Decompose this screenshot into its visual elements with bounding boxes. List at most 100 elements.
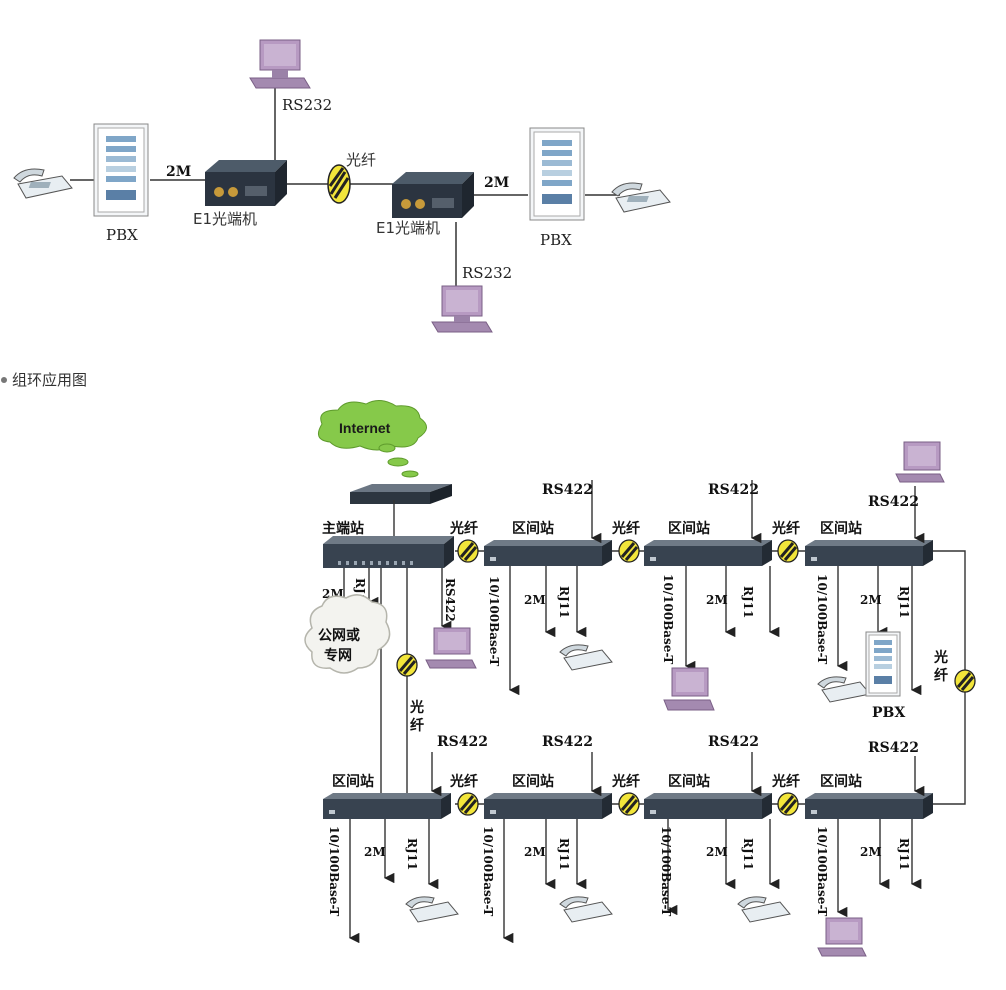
- fiber-icon: [457, 539, 479, 563]
- interval-station-device: [484, 793, 612, 819]
- interval-station-device: [805, 540, 933, 566]
- right-pbx-label: PBX: [540, 231, 572, 249]
- rs422-label: RS422: [708, 482, 759, 498]
- interval-station-device: [644, 793, 772, 819]
- interval-station-label: 区间站: [668, 520, 710, 537]
- rj11-label: RJ11: [897, 838, 911, 870]
- left-2m-label: 2M: [166, 164, 191, 180]
- fiber-label: 光纤: [449, 520, 478, 537]
- fiber-icon: [327, 164, 351, 204]
- rs232-bottom-label: RS232: [462, 264, 512, 282]
- rs422-label: RS422: [868, 740, 919, 756]
- rj11-label: RJ11: [741, 586, 755, 618]
- base-t-label: 10/100Base-T: [481, 826, 495, 916]
- 2m-label: 2M: [860, 845, 882, 859]
- section-caption: 组环应用图: [12, 371, 87, 389]
- rs422-label: RS422: [868, 494, 919, 510]
- computer-icon: [663, 667, 715, 711]
- telephone-icon: [817, 676, 871, 703]
- fiber-label-vertical-2: 纤: [934, 667, 948, 684]
- ring-application-diagram: Internet: [304, 400, 976, 957]
- computer-icon: [895, 441, 945, 483]
- telephone-icon: [737, 896, 791, 923]
- rs422-label: RS422: [542, 482, 593, 498]
- rj11-label: RJ11: [405, 838, 419, 870]
- 2m-label: 2M: [706, 845, 728, 859]
- telephone-icon: [559, 644, 613, 671]
- 2m-label: 2M: [706, 593, 728, 607]
- interval-station-label: 区间站: [512, 773, 554, 790]
- left-pbx-label: PBX: [106, 226, 138, 244]
- telephone-icon: [611, 182, 671, 213]
- 2m-label: 2M: [524, 593, 546, 607]
- internet-cloud-icon: [317, 400, 427, 478]
- fiber-icon: [777, 792, 799, 816]
- telephone-icon: [405, 896, 459, 923]
- master-station-label: 主端站: [322, 520, 364, 537]
- fiber-label: 光纤: [611, 773, 640, 790]
- computer-icon: [431, 285, 493, 333]
- interval-station-device: [644, 540, 772, 566]
- e1-optical-transceiver-icon: [205, 160, 287, 206]
- fiber-label: 光纤: [449, 773, 478, 790]
- interval-station-label: 区间站: [820, 773, 862, 790]
- base-t-label: 10/100Base-T: [815, 574, 829, 664]
- 2m-label: 2M: [860, 593, 882, 607]
- pbx-label: PBX: [872, 705, 905, 721]
- right-2m-label: 2M: [484, 175, 509, 191]
- interval-station-label: 区间站: [820, 520, 862, 537]
- rj11-label: RJ11: [557, 586, 571, 618]
- telephone-icon: [559, 896, 613, 923]
- interval-station-device: [805, 793, 933, 819]
- internet-label: Internet: [339, 420, 391, 436]
- fiber-label: 光纤: [346, 151, 376, 169]
- fiber-label-vertical-1: 光: [409, 699, 424, 716]
- base-t-label: 10/100Base-T: [815, 826, 829, 916]
- rs422-label: RS422: [542, 734, 593, 750]
- computer-icon: [425, 627, 477, 669]
- pbx-cabinet-icon: [529, 127, 585, 221]
- public-network-label: 公网或: [318, 627, 360, 644]
- rs232-top-label: RS232: [282, 96, 332, 114]
- rj11-label: RJ11: [741, 838, 755, 870]
- fiber-icon: [618, 792, 640, 816]
- rs422-side-label: RS422: [443, 578, 457, 622]
- pbx-cabinet-icon: [93, 123, 149, 217]
- right-e1-label: E1光端机: [376, 219, 440, 237]
- rj11-label: RJ11: [897, 586, 911, 618]
- fiber-label-vertical-1: 光: [933, 649, 948, 666]
- 2m-label: 2M: [364, 845, 386, 859]
- interval-station-label: 区间站: [512, 520, 554, 537]
- fiber-icon: [954, 669, 976, 693]
- base-t-label: 10/100Base-T: [659, 826, 673, 916]
- interval-station-label: 区间站: [668, 773, 710, 790]
- public-network-cloud-icon: [304, 594, 391, 674]
- interval-station-device: [484, 540, 612, 566]
- pbx-cabinet-icon: [865, 631, 901, 697]
- fiber-label: 光纤: [771, 773, 800, 790]
- fiber-icon: [457, 792, 479, 816]
- base-t-label: 10/100Base-T: [327, 826, 341, 916]
- rs422-label: RS422: [708, 734, 759, 750]
- base-t-label: 10/100Base-T: [487, 576, 501, 666]
- e1-optical-transceiver-icon: [392, 172, 474, 218]
- master-station-device: [323, 536, 454, 568]
- fiber-label: 光纤: [611, 520, 640, 537]
- fiber-icon: [396, 653, 418, 677]
- computer-icon: [817, 917, 867, 957]
- fiber-icon: [618, 539, 640, 563]
- rj11-label: RJ11: [557, 838, 571, 870]
- fiber-icon: [777, 539, 799, 563]
- computer-icon: [249, 39, 311, 89]
- 2m-label: 2M: [524, 845, 546, 859]
- base-t-label: 10/100Base-T: [661, 574, 675, 664]
- fiber-label: 光纤: [771, 520, 800, 537]
- fiber-label-vertical-2: 纤: [410, 717, 424, 734]
- rs422-label: RS422: [437, 734, 488, 750]
- router-icon: [350, 484, 452, 504]
- left-e1-label: E1光端机: [193, 210, 257, 228]
- top-point-to-point-diagram: PBX 2M E1光端机 RS232 光纤: [13, 39, 671, 333]
- interval-station-device: [323, 793, 451, 819]
- interval-station-label: 区间站: [332, 773, 374, 790]
